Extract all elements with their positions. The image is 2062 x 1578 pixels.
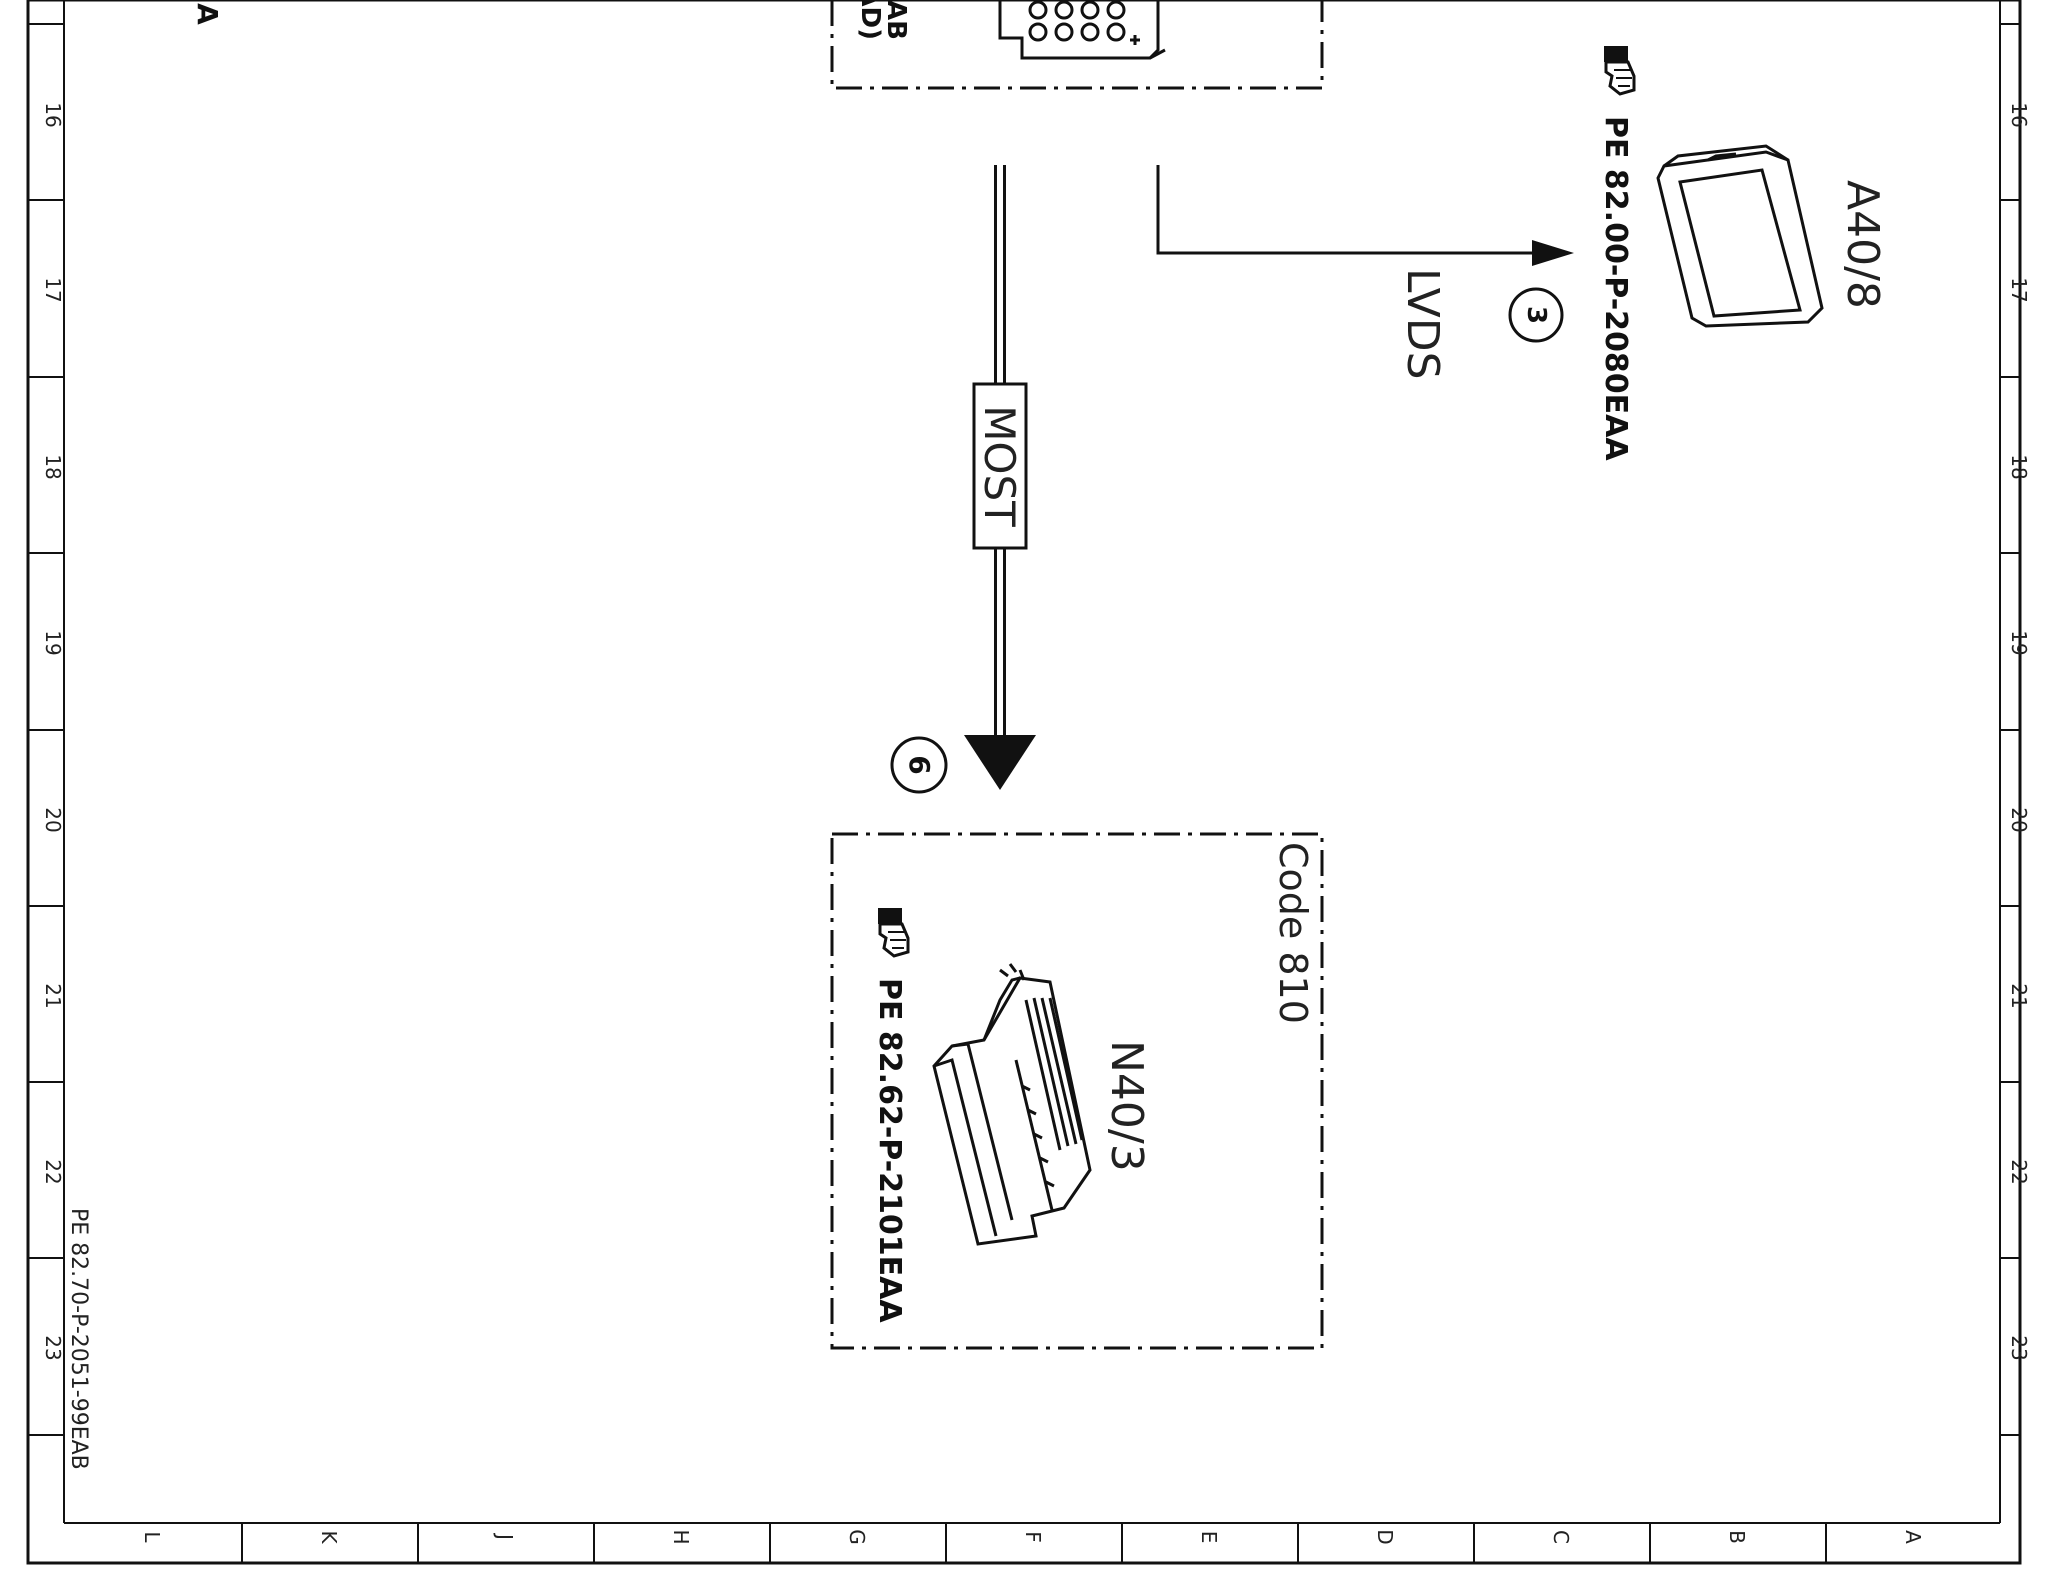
- column-letter: K: [317, 1530, 341, 1544]
- row-number: 16: [41, 102, 65, 127]
- row-number: 20: [2007, 807, 2031, 832]
- component-n40-3-enclosure: [830, 832, 1324, 1350]
- display-panel-icon: [1656, 144, 1824, 328]
- column-letter: C: [1549, 1530, 1573, 1544]
- component-n40-3-name: N40/3: [1101, 1040, 1152, 1172]
- column-letter: H: [669, 1529, 693, 1544]
- row-number: 18: [41, 454, 65, 479]
- column-grid-ticks: [241, 1523, 1827, 1563]
- column-letter: E: [1197, 1531, 1221, 1544]
- component-a40-8-name: A40/8: [1837, 180, 1888, 309]
- fragment-partial-text: AD): [855, 0, 885, 40]
- component-a40-8-reference: PE 82.00-P-2080EAA: [1598, 116, 1633, 461]
- component-n40-3-code: Code 810: [1271, 842, 1315, 1024]
- column-letters: L K J H G F E D C B A: [140, 1529, 1925, 1545]
- row-number: 17: [41, 277, 65, 302]
- row-number: 23: [41, 1335, 65, 1360]
- row-number: 18: [2007, 454, 2031, 479]
- most-marker-number: 6: [903, 755, 936, 774]
- top-fragment: A AB AD): [191, 0, 1324, 90]
- row-grid-ticks: [28, 23, 2020, 1436]
- lvds-line: [1156, 165, 1540, 255]
- row-number: 17: [2007, 277, 2031, 302]
- most-label-box: [972, 382, 1028, 550]
- sheet-frame: [26, 0, 2022, 1565]
- column-letter: J: [493, 1532, 517, 1540]
- column-letter: F: [1021, 1531, 1045, 1543]
- control-unit-icon: [932, 963, 1092, 1246]
- fragment-enclosure: [830, 0, 1324, 90]
- lvds-marker-number: 3: [1521, 306, 1551, 324]
- row-numbers-left: 16 17 18 19 20 21 22 23: [41, 102, 65, 1360]
- pointing-hand-book-icon: [1604, 46, 1636, 96]
- row-number: 19: [41, 630, 65, 655]
- column-letter: A: [1901, 1530, 1925, 1544]
- lvds-marker-circle: [1508, 287, 1564, 343]
- column-letter: B: [1725, 1530, 1749, 1544]
- column-letter: L: [140, 1531, 164, 1543]
- row-number: 23: [2007, 1335, 2031, 1360]
- column-letter: G: [845, 1529, 869, 1545]
- row-numbers-right: 16 17 18 19 20 21 22 23: [2007, 102, 2031, 1360]
- column-letter: D: [1373, 1529, 1397, 1544]
- component-n40-3-reference: PE 82.62-P-2101EAA: [872, 978, 907, 1323]
- most-label: MOST: [975, 405, 1024, 527]
- pointing-hand-book-icon: [878, 908, 910, 958]
- row-number: 21: [2007, 983, 2031, 1008]
- component-a40-8: A40/8 PE 82.00-P-2080EAA: [1598, 46, 1888, 461]
- most-marker-circle: [890, 736, 948, 794]
- row-number: 21: [41, 983, 65, 1008]
- most-arrowhead: [964, 735, 1036, 790]
- lvds-label: LVDS: [1397, 268, 1448, 380]
- connector-icon: [998, 0, 1166, 60]
- fragment-partial-text: AB: [881, 0, 911, 40]
- row-number: 20: [41, 807, 65, 832]
- most-link: MOST 6: [890, 165, 1036, 794]
- row-number: 22: [41, 1159, 65, 1184]
- document-id: PE 82.70-P-2051-99EAB: [66, 1208, 91, 1470]
- lvds-arrowhead: [1532, 240, 1574, 266]
- lvds-link: LVDS 3: [1156, 165, 1574, 380]
- row-number: 19: [2007, 630, 2031, 655]
- row-number: 16: [2007, 102, 2031, 127]
- fragment-label-a: A: [191, 3, 224, 25]
- row-number: 22: [2007, 1159, 2031, 1184]
- component-n40-3: Code 810 N40/3 PE 82.62-P-2101EAA: [830, 832, 1324, 1350]
